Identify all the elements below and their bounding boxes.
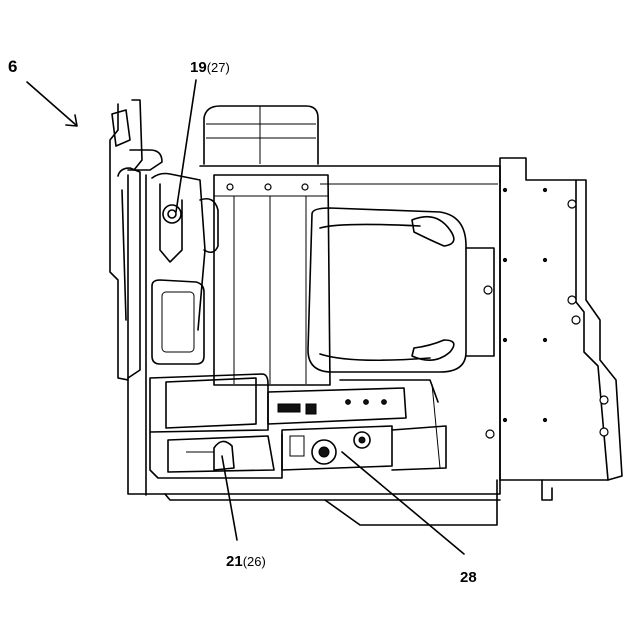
seat-bolster-top (412, 217, 454, 246)
mirror-bracket (132, 100, 142, 170)
floor-edge (165, 494, 500, 500)
switch-socket (290, 436, 304, 456)
door-bolt (568, 200, 576, 208)
callout-28-label: 28 (460, 569, 477, 586)
door-inner (118, 168, 140, 378)
door-rivet-column (503, 188, 546, 421)
seat-bolt (484, 286, 492, 294)
door-latch (542, 480, 552, 500)
right-door-panel (500, 158, 608, 480)
bolt (227, 184, 233, 190)
view-direction-label: 6 (8, 57, 77, 126)
mirror (112, 110, 130, 146)
switch-block (306, 404, 316, 414)
callout-21: 21(26) (222, 456, 266, 570)
view-number: 6 (8, 57, 17, 76)
seat-back-side (466, 248, 494, 356)
dial-center (319, 447, 329, 457)
switch-block (278, 404, 300, 412)
small-knob-center (359, 437, 365, 443)
right-door-frame (576, 180, 622, 480)
top-rail (200, 166, 500, 182)
left-joystick-center (168, 210, 176, 218)
under-step (325, 480, 497, 525)
switch-dot (364, 400, 369, 405)
callout-28-number: 28 (460, 569, 477, 586)
callout-21-number: 21 (226, 553, 243, 570)
left-monitor-screen (162, 292, 194, 352)
callout-21-alt: (26) (243, 554, 266, 569)
callout-28: 28 (342, 452, 477, 586)
door-bolt (572, 316, 580, 324)
door-bolt (568, 296, 576, 304)
door-trim (122, 190, 126, 320)
bolt (302, 184, 308, 190)
callout-19-alt: (27) (207, 60, 230, 75)
switch-dot (346, 400, 351, 405)
seat-slider (340, 380, 438, 402)
callout-19: 19(27) (176, 59, 230, 212)
switch-dot (382, 400, 387, 405)
seat-bolster-bottom (412, 340, 454, 360)
pillar-cap (128, 150, 162, 170)
callout-19-leader (176, 80, 196, 212)
callout-21-label: 21(26) (226, 553, 266, 570)
headrest (204, 106, 318, 164)
left-monitor (152, 280, 204, 364)
right-lower-console (282, 426, 392, 470)
rear-panel (214, 175, 330, 385)
callout-19-number: 19 (190, 59, 207, 76)
callout-19-label: 19(27) (190, 59, 230, 76)
door-bolt (600, 428, 608, 436)
seat-cushion (308, 208, 466, 372)
door-bolt (600, 396, 608, 404)
left-joystick-knob (163, 205, 181, 223)
bolt (265, 184, 271, 190)
cab-body (110, 100, 622, 525)
view-arrow-line (27, 82, 76, 125)
seat-contour-top (320, 224, 420, 228)
door-bolt (486, 430, 494, 438)
